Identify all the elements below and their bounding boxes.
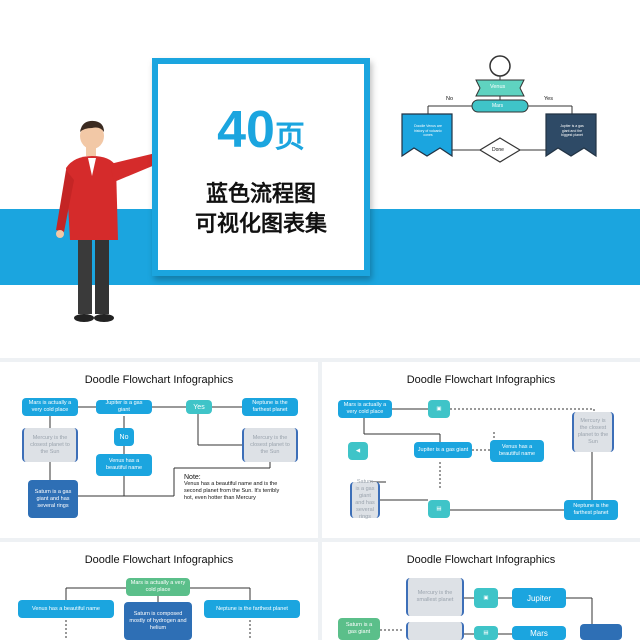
mini-no-label: No [446,96,454,102]
mini-middle-label: Mars [492,103,504,109]
flow-node: Saturn is composed mostly of hydrogen an… [124,602,192,640]
mini-top-label: Venus [490,84,506,90]
thumbnail-title: Doodle Flowchart Infographics [84,554,234,566]
presenter-illustration [56,120,213,322]
title-card: 40页 蓝色流程图 可视化图表集 [152,58,370,276]
flow-node: Jupiter [512,588,566,608]
flow-node: Neptune is the farthest planet [204,600,300,618]
flow-node: Saturn is a gas giant [338,618,380,640]
monitor-icon: ▤ [474,626,498,640]
flow-node: Neptune is the farthest planet [564,500,618,520]
flow-node: Mars is actually a very cold place [126,578,190,596]
flow-node-empty [580,624,622,640]
thumbnail-title: Doodle Flowchart Infographics [84,374,234,386]
flow-node: Jupiter is a gas giant [96,400,152,414]
flow-node: Venus has a beautiful name [18,600,114,618]
screen-icon: ▣ [428,400,450,418]
flow-node: Neptune is the farthest planet [242,398,298,416]
monitor-icon: ▤ [428,500,450,518]
flow-node: Mercury is the closest planet to the Sun [22,428,78,462]
thumbnail-1[interactable]: Doodle Flowchart Infographics Mars is ac… [0,362,318,538]
title-line-1: 蓝色流程图 [205,181,316,206]
flow-node: Mercury is the smallest planet [406,578,464,616]
thumbnail-2[interactable]: Doodle Flowchart Infographics Mars is ac… [322,362,640,538]
flow-node: Saturn is a gas giant and has several ri… [350,479,380,520]
mini-left-text: Doodle Venus are history of volcanic con… [414,124,442,137]
flow-node: Saturn is a gas giant and has several ri… [28,480,78,518]
mini-bottom-label: Done [492,147,504,153]
mini-flowchart [401,55,597,163]
screen-icon: ▣ [474,588,498,608]
thumbnail-title: Doodle Flowchart Infographics [406,554,556,566]
mini-right-text: Jupiter is a gas giant and the biggest p… [560,124,584,137]
flow-node: Venus has a beautiful name [490,440,544,462]
hero-cover[interactable]: 40页 蓝色流程图 可视化图表集 Venus Mars No Yes Doodl… [0,0,640,358]
flow-node: Mercury is the closest planet to the Sun [572,412,614,452]
flow-node: Mars [512,626,566,640]
flow-node: Mars is actually a very cold place [338,400,392,418]
page-count: 40页 [217,101,305,159]
thumbnail-title: Doodle Flowchart Infographics [406,374,556,386]
thumbnail-4[interactable]: Doodle Flowchart Infographics Mercury is… [322,542,640,640]
flow-node: Venus has a beautiful name [96,454,152,476]
yes-node: Yes [186,400,212,414]
megaphone-icon: ◀ [348,442,368,460]
flow-node-empty [406,622,464,640]
flow-node: Jupiter is a gas giant [414,442,472,458]
note-block: Note:Venus has a beautiful name and is t… [184,474,280,501]
mini-yes-label: Yes [544,96,553,102]
flow-node: Mercury is the closest planet to the Sun [242,428,298,462]
flow-node: Mars is actually a very cold place [22,398,78,416]
no-node: No [114,428,134,446]
title-line-2: 可视化图表集 [194,211,327,236]
thumbnail-3[interactable]: Doodle Flowchart Infographics Mars is ac… [0,542,318,640]
